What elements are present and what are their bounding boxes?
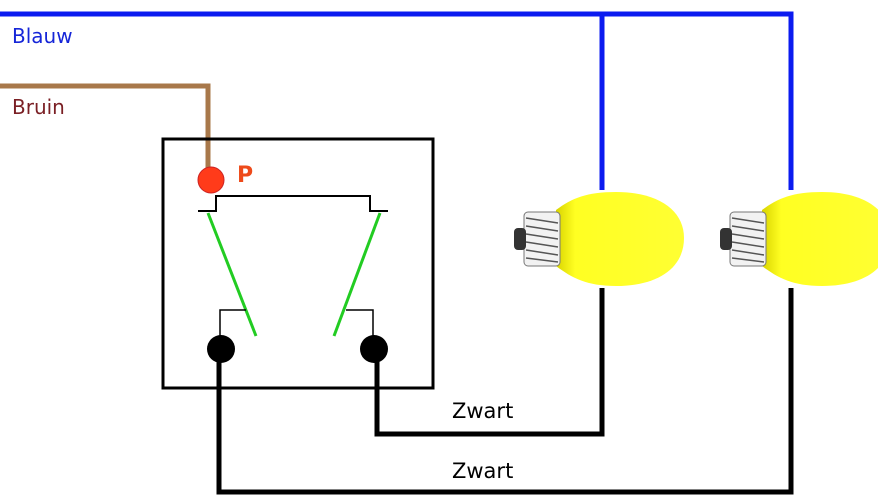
- switch-box: [161, 137, 435, 390]
- phase-terminal: [197, 166, 225, 194]
- black-wire-1-label: Zwart: [452, 399, 513, 423]
- terminal-connector-right: [346, 309, 374, 346]
- light-bulb-icon: [720, 192, 878, 286]
- terminal-connector-left: [219, 309, 246, 346]
- switch-lever-right: [332, 212, 382, 337]
- switch-bridge: [198, 195, 388, 212]
- blue-wire-label: Blauw: [12, 24, 73, 48]
- black-wire-1: [374, 288, 605, 437]
- brown-wire: [0, 83, 211, 176]
- brown-wire-label: Bruin: [12, 95, 65, 119]
- switch-lever-left: [206, 212, 258, 337]
- black-wire-2-label: Zwart: [452, 459, 513, 483]
- blue-wire: [0, 11, 794, 190]
- terminal-left: [207, 335, 235, 363]
- phase-label: P: [237, 163, 253, 188]
- light-bulb-icon: [514, 192, 684, 286]
- black-wire-2: [216, 288, 794, 495]
- terminal-right: [360, 335, 388, 363]
